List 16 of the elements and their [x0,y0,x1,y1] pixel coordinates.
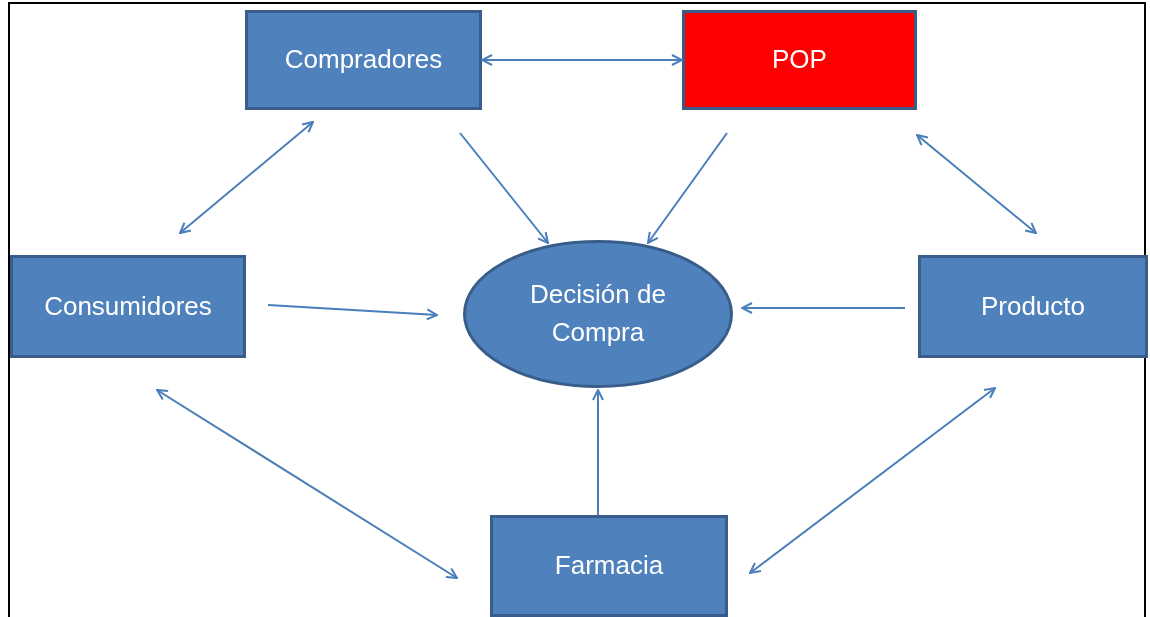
node-label: Compradores [284,43,443,77]
node-label: Consumidores [44,289,212,323]
node-label: Producto [980,289,1086,323]
arrow [647,132,728,244]
arrow [179,121,314,234]
arrow [741,302,906,314]
arrow [459,132,549,244]
node-label: POP [772,43,827,77]
node-label: Farmacia [554,549,664,583]
arrow [749,387,996,574]
arrow [916,134,1037,234]
arrow [592,389,604,516]
arrow [481,54,683,66]
arrow [156,389,458,579]
node-label: Decisión de Compra [529,278,667,349]
arrow [267,304,438,321]
